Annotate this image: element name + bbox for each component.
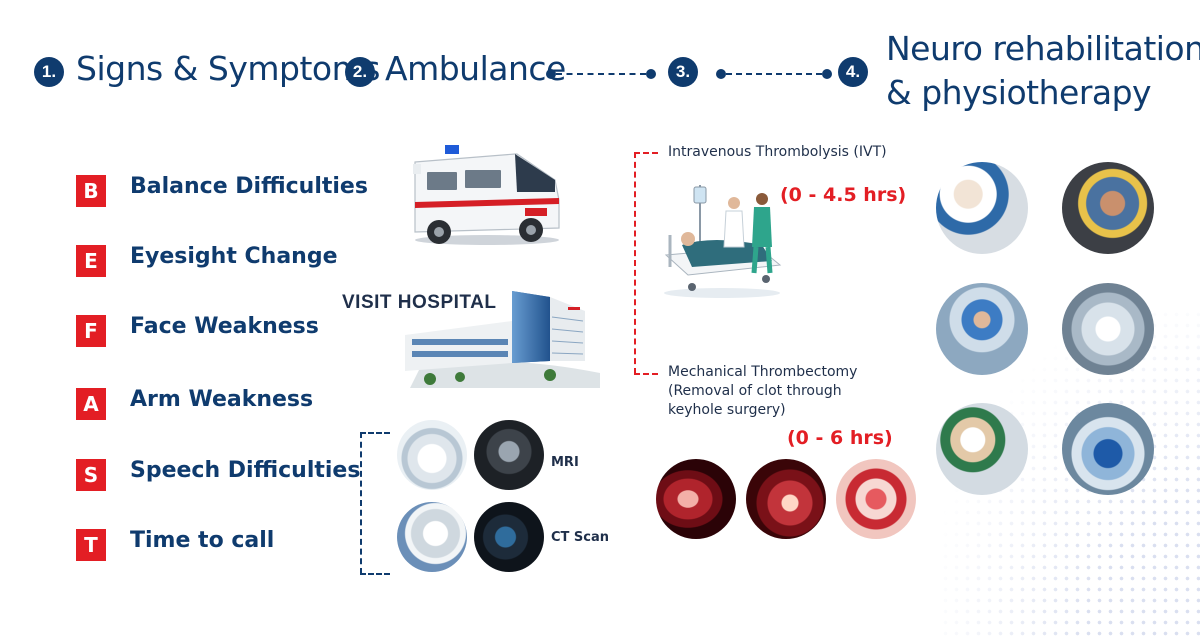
step-3-badge: 3 bbox=[668, 57, 698, 87]
step-4-title-line2: & physiotherapy bbox=[886, 73, 1152, 112]
ct-control-room-photo bbox=[474, 502, 544, 572]
scan-bracket-bottom bbox=[360, 573, 390, 575]
mt-time-window: (0 - 6 hrs) bbox=[787, 427, 893, 449]
step-4-title-line1: Neuro rehabilitation bbox=[886, 29, 1200, 68]
step-4-badge: 4 bbox=[838, 57, 868, 87]
hospital-bed-illustration bbox=[664, 185, 782, 298]
symptom-eyesight: Eyesight Change bbox=[130, 244, 338, 269]
treatment-bracket-bottom bbox=[634, 373, 658, 375]
mt-title: Mechanical Thrombectomy bbox=[668, 364, 858, 380]
step-1-title: Signs & Symptoms bbox=[76, 49, 380, 88]
clot-artery-image-2 bbox=[746, 459, 826, 539]
connector-dot bbox=[716, 69, 726, 79]
symptom-face: Face Weakness bbox=[130, 314, 319, 339]
symptom-time: Time to call bbox=[130, 528, 275, 553]
letter-e-badge: E bbox=[76, 245, 106, 277]
connector-dot bbox=[546, 69, 556, 79]
clot-artery-image-3 bbox=[836, 459, 916, 539]
mri-label: MRI bbox=[551, 455, 579, 470]
mri-control-room-photo bbox=[474, 420, 544, 490]
clot-artery-image-1 bbox=[656, 459, 736, 539]
rehab-photo-2 bbox=[1062, 162, 1154, 254]
ambulance-image bbox=[413, 145, 560, 245]
letter-s-badge: S bbox=[76, 459, 106, 491]
symptom-balance: Balance Difficulties bbox=[130, 174, 368, 199]
ivt-label: Intravenous Thrombolysis (IVT) bbox=[668, 144, 887, 160]
connector-dash bbox=[556, 73, 646, 75]
step-2-title: Ambulance bbox=[385, 49, 566, 88]
rehab-photo-3 bbox=[936, 283, 1028, 375]
step-1-badge: 1 bbox=[34, 57, 64, 87]
mri-machine-photo bbox=[397, 420, 467, 490]
rehab-photo-4 bbox=[1062, 283, 1154, 375]
letter-t-badge: T bbox=[76, 529, 106, 561]
mt-label: Mechanical Thrombectomy (Removal of clot… bbox=[668, 363, 857, 420]
symptom-arm: Arm Weakness bbox=[130, 387, 314, 412]
symptom-speech: Speech Difficulties bbox=[130, 458, 361, 483]
mt-description-line1: (Removal of clot through bbox=[668, 382, 842, 399]
rehab-photo-6 bbox=[1062, 403, 1154, 495]
ct-scanner-photo bbox=[397, 502, 467, 572]
scan-bracket-side bbox=[360, 432, 362, 574]
mt-description-line2: keyhole surgery) bbox=[668, 401, 786, 418]
connector-dash bbox=[726, 73, 822, 75]
step-2-badge: 2 bbox=[345, 57, 375, 87]
treatment-bracket-top bbox=[634, 152, 658, 154]
connector-dot bbox=[822, 69, 832, 79]
connector-dot bbox=[646, 69, 656, 79]
letter-b-badge: B bbox=[76, 175, 106, 207]
letter-f-badge: F bbox=[76, 315, 106, 347]
rehab-photo-1 bbox=[936, 162, 1028, 254]
hospital-building-image bbox=[405, 291, 600, 388]
ct-scan-label: CT Scan bbox=[551, 530, 610, 545]
visit-hospital-label: VISIT HOSPITAL bbox=[342, 292, 497, 313]
rehab-photo-5 bbox=[936, 403, 1028, 495]
treatment-bracket-side bbox=[634, 152, 636, 374]
ivt-time-window: (0 - 4.5 hrs) bbox=[780, 184, 907, 206]
scan-bracket-top bbox=[360, 432, 390, 434]
letter-a-badge: A bbox=[76, 388, 106, 420]
